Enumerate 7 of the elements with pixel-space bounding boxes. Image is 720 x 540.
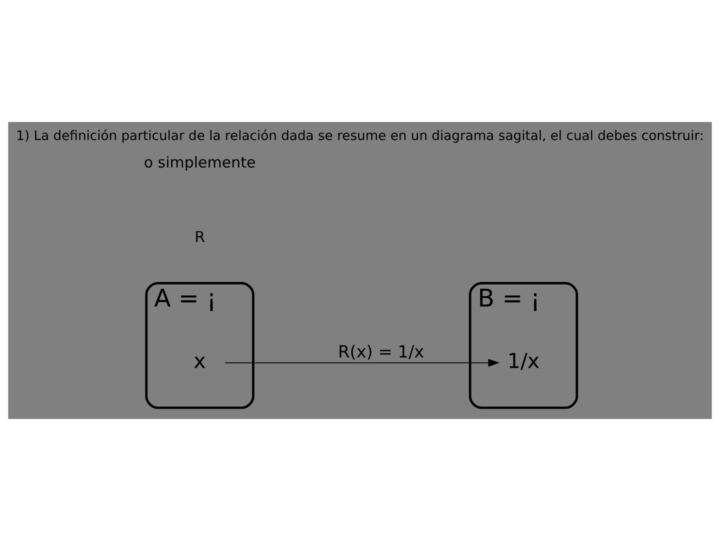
label: R	[194, 227, 205, 246]
label: o simplemente	[144, 153, 256, 172]
edge-label: R(x) = 1/x	[338, 341, 424, 362]
diagram-title: 1) La definición particular de la relación dada se resume en un diagrama sagital, el cual debes construir:	[16, 128, 704, 144]
arrow	[224, 358, 500, 366]
node-text: 1/x	[507, 348, 540, 373]
node-text: x	[194, 348, 206, 373]
